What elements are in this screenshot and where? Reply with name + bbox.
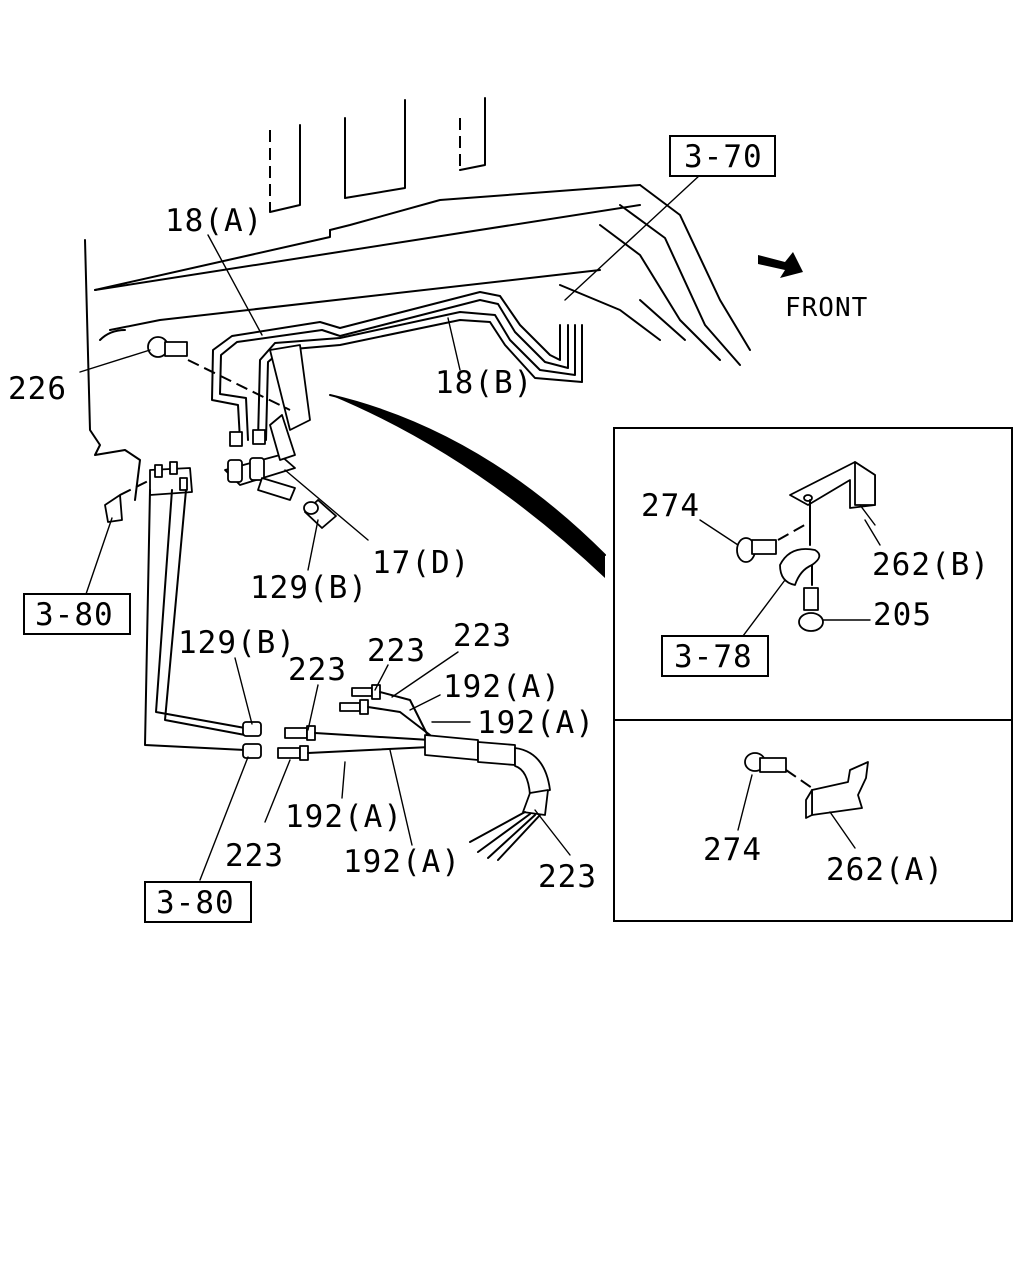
part-label-192a-d: 192(A) [343, 844, 461, 880]
inset-label-205: 205 [873, 597, 932, 633]
part-label-18b: 18(B) [435, 365, 533, 401]
part-label-223-d: 223 [225, 838, 284, 874]
front-label: FRONT [785, 293, 868, 323]
inset-label-274-bottom: 274 [703, 832, 762, 868]
part-label-223-e: 223 [538, 859, 597, 895]
part-label-223-a: 223 [288, 652, 347, 688]
brake-line-lower [144, 489, 246, 751]
bolt-274-icon [736, 521, 811, 563]
part-label-223-b: 223 [367, 633, 426, 669]
part-label-223-c: 223 [453, 618, 512, 654]
vehicle-frame-drawing [84, 97, 751, 578]
part-label-17d: 17(D) [372, 545, 470, 581]
bolt-226-icon [147, 336, 291, 411]
leader-lines [79, 174, 701, 881]
bracket-262a-icon [805, 761, 869, 819]
bolt-274-bottom-icon [744, 752, 816, 791]
bracket-262b-icon [789, 461, 876, 526]
grommet-129b-icon [303, 499, 337, 529]
part-label-18a: 18(A) [165, 203, 263, 239]
inset-label-274-top: 274 [641, 488, 700, 524]
part-label-192a-a: 192(A) [443, 669, 561, 705]
ref-label-3-70: 3-70 [684, 139, 763, 175]
part-label-192a-c: 192(A) [285, 799, 403, 835]
ref-box-3-70 [669, 135, 776, 177]
clip-icon [779, 499, 821, 586]
ref-box-3-80-upper [23, 593, 131, 635]
front-arrow-icon [758, 252, 803, 278]
junction-block-17d [224, 344, 311, 501]
ref-label-3-80-lower: 3-80 [156, 885, 235, 921]
part-label-129b-lower: 129(B) [178, 625, 296, 661]
inset-panel [613, 427, 1013, 922]
inset-ref-label-3-78: 3-78 [674, 639, 753, 675]
inset-label-262a: 262(A) [826, 852, 944, 888]
part-label-129b-upper: 129(B) [250, 570, 368, 606]
bolt-205-icon [798, 587, 824, 632]
ref-label-3-80-upper: 3-80 [35, 597, 114, 633]
inset-label-262b: 262(B) [872, 547, 990, 583]
wire-harness-192a [242, 684, 551, 861]
ref-box-3-80-lower [144, 881, 252, 923]
part-label-192a-b: 192(A) [477, 705, 595, 741]
ref-box-3-78 [661, 635, 769, 677]
part-label-226: 226 [8, 371, 67, 407]
